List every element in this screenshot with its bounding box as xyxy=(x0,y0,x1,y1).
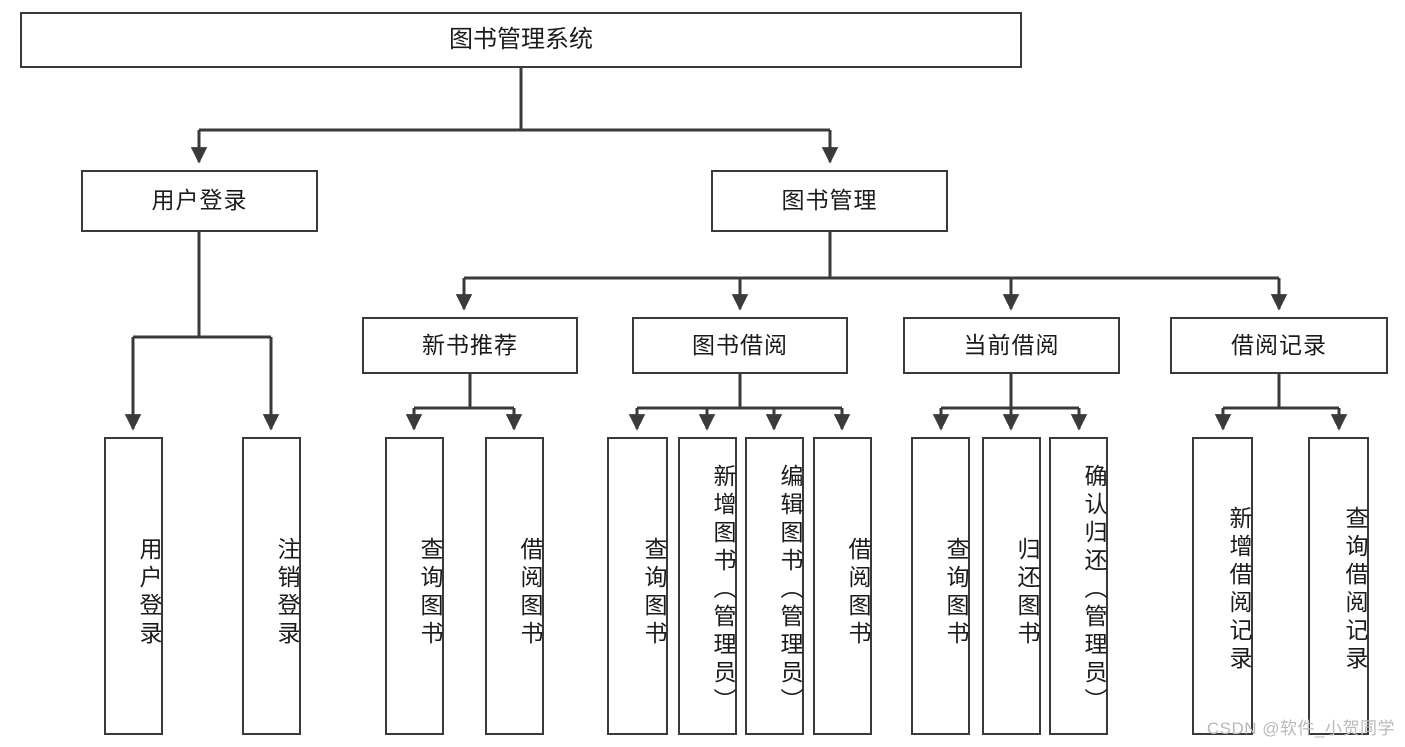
leaf-borrow-book-2[interactable]: 借阅图书 xyxy=(813,437,872,735)
leaf-borrow-book-1[interactable]: 借阅图书 xyxy=(485,437,544,735)
node-book-borrow[interactable]: 图书借阅 xyxy=(632,317,848,374)
node-book-manage[interactable]: 图书管理 xyxy=(711,170,948,232)
leaf-user-login[interactable]: 用户登录 xyxy=(104,437,163,735)
leaf-add-record[interactable]: 新增借阅记录 xyxy=(1192,437,1253,735)
node-borrow-record[interactable]: 借阅记录 xyxy=(1170,317,1388,374)
leaf-return-book[interactable]: 归还图书 xyxy=(982,437,1041,735)
leaf-edit-book[interactable]: 编辑图书（管理员） xyxy=(745,437,804,735)
csdn-watermark: CSDN @软件_小贺同学 xyxy=(1206,719,1395,738)
leaf-add-book[interactable]: 新增图书（管理员） xyxy=(678,437,737,735)
leaf-query-book-1[interactable]: 查询图书 xyxy=(385,437,444,735)
leaf-confirm-return[interactable]: 确认归还（管理员） xyxy=(1049,437,1108,735)
leaf-query-book-3[interactable]: 查询图书 xyxy=(911,437,970,735)
node-current-borrow[interactable]: 当前借阅 xyxy=(903,317,1120,374)
node-root-system[interactable]: 图书管理系统 xyxy=(20,12,1022,68)
node-new-book-recommend[interactable]: 新书推荐 xyxy=(362,317,578,374)
node-user-login[interactable]: 用户登录 xyxy=(81,170,318,232)
leaf-query-record[interactable]: 查询借阅记录 xyxy=(1308,437,1369,735)
leaf-query-book-2[interactable]: 查询图书 xyxy=(607,437,668,735)
leaf-logout[interactable]: 注销登录 xyxy=(242,437,301,735)
